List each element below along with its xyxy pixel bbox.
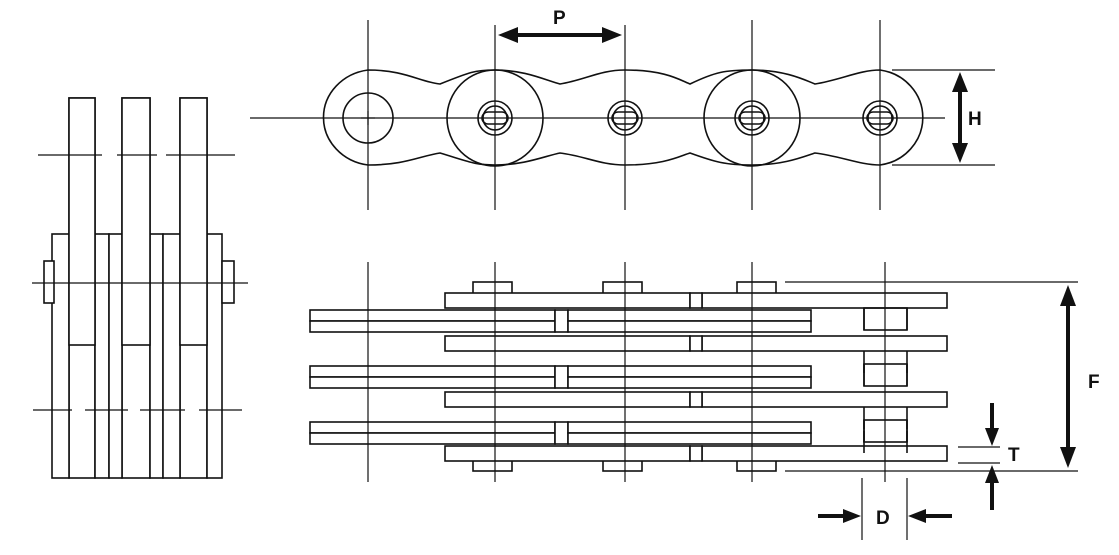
inner-plate-side [51, 233, 70, 479]
chain-plan-view [309, 262, 1078, 482]
bushing-gap [689, 335, 703, 352]
bushing-gap [554, 309, 569, 333]
thickness-dimension: T [958, 403, 1020, 510]
inner-link-plate [309, 309, 556, 322]
outer-link-plate [444, 292, 691, 309]
inner-link-plate [567, 421, 812, 434]
diameter-label: D [876, 508, 890, 529]
width-label: F [1088, 372, 1100, 393]
bushing-gap [689, 292, 703, 309]
inner-link-plate [309, 421, 556, 434]
inner-link-plate [309, 376, 556, 389]
inner-link-plate [567, 432, 812, 445]
outer-plate-side [179, 97, 208, 346]
outer-link-plate [444, 335, 691, 352]
width-dimension: F [1060, 285, 1100, 468]
chain-side-view [32, 97, 248, 479]
inner-link-plate [567, 309, 812, 322]
chain-front-view [250, 20, 995, 210]
height-dimension: H [952, 72, 982, 163]
outer-link-plate [701, 445, 948, 462]
pin-end-right [221, 260, 235, 304]
inner-link-plate [309, 432, 556, 445]
bushing-gap [554, 421, 569, 445]
height-label: H [968, 109, 982, 130]
thickness-label: T [1008, 445, 1020, 466]
inner-plate-side [149, 233, 164, 479]
inner-link-plate [309, 320, 556, 333]
inner-plate-side [94, 233, 110, 479]
outer-link-plate [701, 335, 948, 352]
outer-plate-side [121, 97, 151, 346]
outer-link-plate [444, 445, 691, 462]
outer-link-plate [701, 292, 948, 309]
inner-link-plate [567, 365, 812, 378]
pin-end-left [43, 260, 55, 304]
bushing-gap [554, 365, 569, 389]
inner-plate-side [206, 233, 223, 479]
outer-plate-side [68, 97, 96, 346]
pitch-label: P [553, 8, 566, 29]
bushing-gap [689, 445, 703, 462]
inner-plate-side [108, 233, 123, 479]
inner-link-plate [567, 320, 812, 333]
pitch-dimension: P [498, 8, 622, 43]
diameter-dimension: D [818, 478, 952, 540]
inner-link-plate [567, 376, 812, 389]
inner-link-plate [309, 365, 556, 378]
inner-plate-side [162, 233, 181, 479]
bushing-gap [689, 391, 703, 408]
outer-link-plate [444, 391, 691, 408]
outer-link-plate [701, 391, 948, 408]
